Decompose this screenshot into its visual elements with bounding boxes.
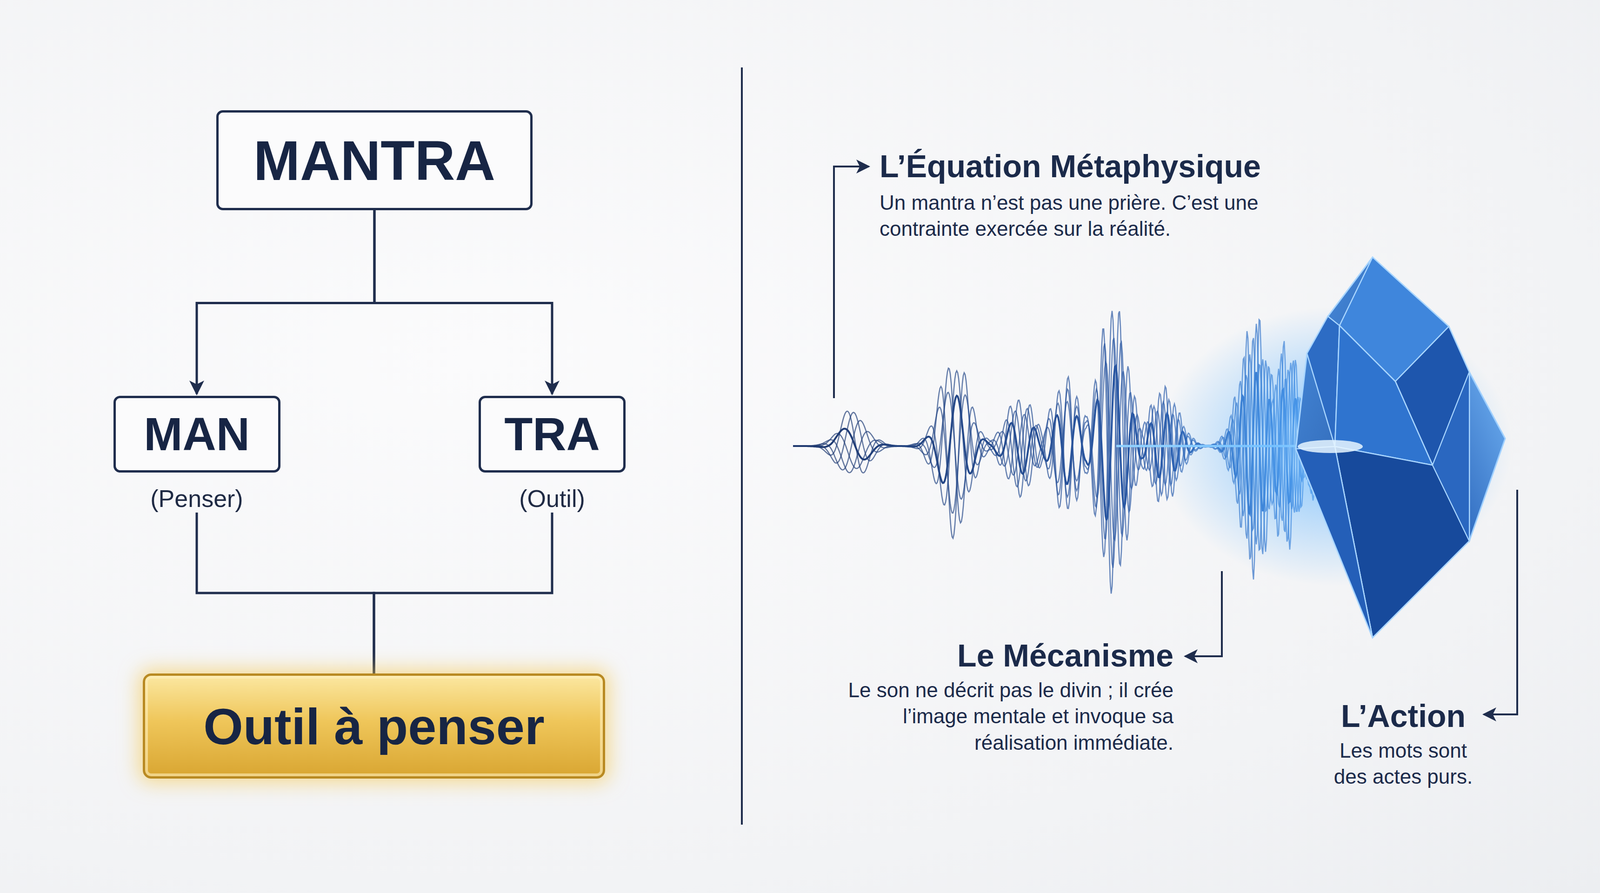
- leader-line: [1185, 571, 1222, 657]
- crystal: [1158, 257, 1512, 638]
- gloss-label: (Outil): [519, 484, 586, 513]
- box-text: MANTRA: [253, 128, 496, 193]
- connector: [374, 210, 553, 394]
- callout-text: Le son ne décrit pas le divin ; il crée …: [847, 677, 1174, 756]
- callout-title: L’Action: [1340, 697, 1466, 734]
- box-text: MAN: [143, 407, 250, 461]
- divider-line: [740, 67, 743, 825]
- callout-text: Les mots sont des actes purs.: [1324, 737, 1483, 791]
- box-text: TRA: [504, 407, 600, 461]
- box-outline: MAN: [113, 395, 281, 473]
- box-outline: TRA: [478, 395, 626, 473]
- gloss-label: (Penser): [150, 484, 243, 513]
- term-node: MANTRA: [216, 110, 533, 211]
- connector: [373, 512, 553, 674]
- leader-line: [1483, 489, 1518, 715]
- callout-text: Un mantra n’est pas une prière. C’est un…: [879, 189, 1280, 243]
- callout-title: L’Équation Métaphysique: [879, 147, 1261, 185]
- result-box: Outil à penser: [142, 673, 606, 779]
- term-node: MAN (Penser): [113, 395, 281, 513]
- callout-title: Le Mécanisme: [957, 637, 1174, 674]
- box-outline: MANTRA: [216, 110, 533, 211]
- connector: [196, 210, 375, 394]
- box-text: Outil à penser: [203, 696, 545, 756]
- connector: [196, 512, 374, 674]
- box-outline: Outil à penser: [142, 673, 606, 779]
- leader-line: [833, 166, 869, 399]
- term-node: TRA (Outil): [478, 395, 626, 513]
